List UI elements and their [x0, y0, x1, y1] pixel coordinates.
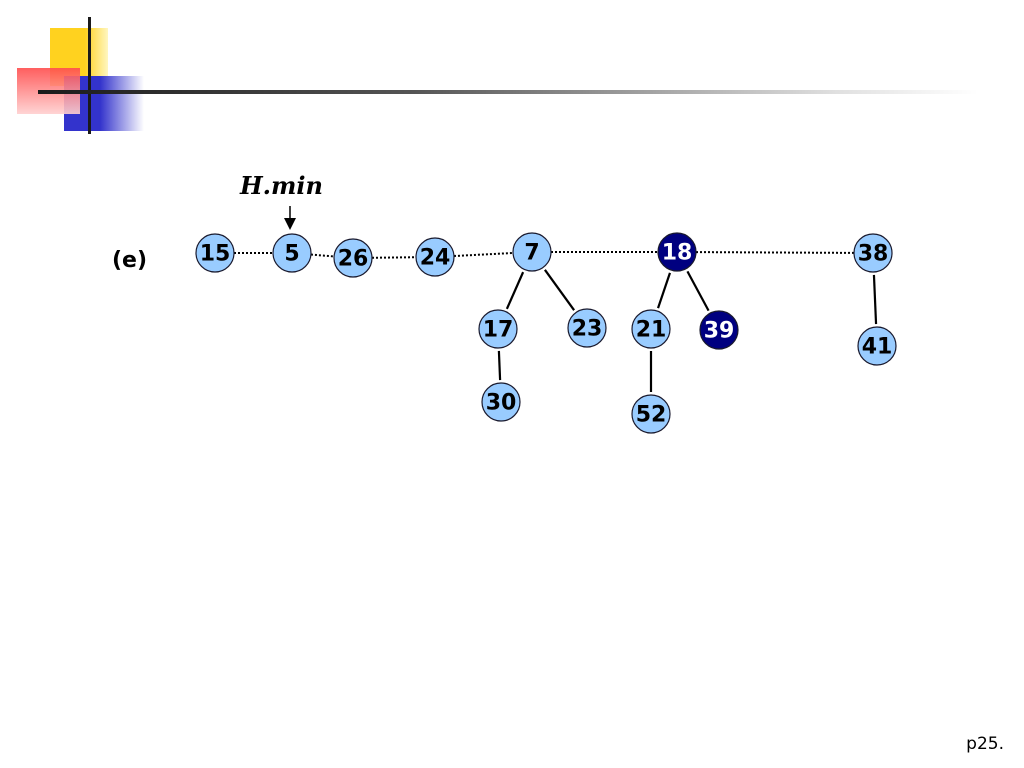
root-link-n26-n24: [371, 256, 417, 259]
node-key-26: 26: [338, 247, 369, 272]
root-list-links: [234, 251, 855, 259]
node-circle-5: [272, 233, 312, 273]
node-key-39: 39: [704, 319, 735, 344]
node-circle-24: [415, 237, 455, 277]
heap-nodes: 15 5 26 24 7 18 38 17 23 21 39 41 30 52: [195, 232, 897, 434]
node-key-7: 7: [524, 241, 539, 266]
node-circle-52: [631, 394, 671, 434]
node-circle-18: [657, 232, 697, 272]
node-key-21: 21: [636, 318, 667, 343]
node-circle-21: [631, 309, 671, 349]
figure-label: (e): [112, 248, 148, 273]
node-21: 21: [631, 309, 671, 349]
node-41: 41: [857, 326, 897, 366]
node-39: 39: [699, 310, 739, 350]
node-circle-38: [853, 233, 893, 273]
node-key-52: 52: [636, 403, 667, 428]
node-23: 23: [567, 308, 607, 348]
node-key-15: 15: [200, 242, 231, 267]
node-key-5: 5: [284, 242, 299, 267]
node-key-30: 30: [486, 391, 517, 416]
node-circle-17: [478, 309, 518, 349]
node-5: 5: [272, 233, 312, 273]
deco-vertical-line: [88, 17, 91, 134]
node-26: 26: [333, 238, 373, 278]
node-key-41: 41: [862, 335, 893, 360]
node-circle-23: [567, 308, 607, 348]
edge-n18-n39: [686, 270, 710, 312]
page-number: p25.: [966, 734, 1004, 754]
node-30: 30: [481, 382, 521, 422]
node-7: 7: [512, 232, 552, 272]
node-circle-7: [512, 232, 552, 272]
root-link-n5-n26: [310, 253, 335, 258]
edge-n18-n21: [656, 272, 672, 309]
root-link-n18-n38: [695, 251, 855, 254]
node-15: 15: [195, 233, 235, 273]
node-circle-15: [195, 233, 235, 273]
node-key-38: 38: [858, 242, 889, 267]
node-key-23: 23: [572, 317, 603, 342]
node-circle-30: [481, 382, 521, 422]
node-key-18: 18: [662, 241, 693, 266]
min-pointer-label: H.min: [240, 171, 323, 200]
node-52: 52: [631, 394, 671, 434]
node-38: 38: [853, 233, 893, 273]
node-18: 18: [657, 232, 697, 272]
node-circle-39: [699, 310, 739, 350]
node-circle-26: [333, 238, 373, 278]
child-edges: [497, 269, 878, 392]
root-link-n24-n7: [453, 251, 514, 258]
node-circle-41: [857, 326, 897, 366]
edge-n7-n23: [544, 269, 575, 311]
edge-n38-n41: [872, 274, 878, 325]
node-key-17: 17: [483, 318, 514, 343]
deco-horizontal-line: [38, 90, 978, 94]
node-key-24: 24: [420, 246, 451, 271]
node-24: 24: [415, 237, 455, 277]
edge-n7-n17: [505, 271, 525, 310]
node-17: 17: [478, 309, 518, 349]
edge-n17-n30: [497, 350, 502, 381]
